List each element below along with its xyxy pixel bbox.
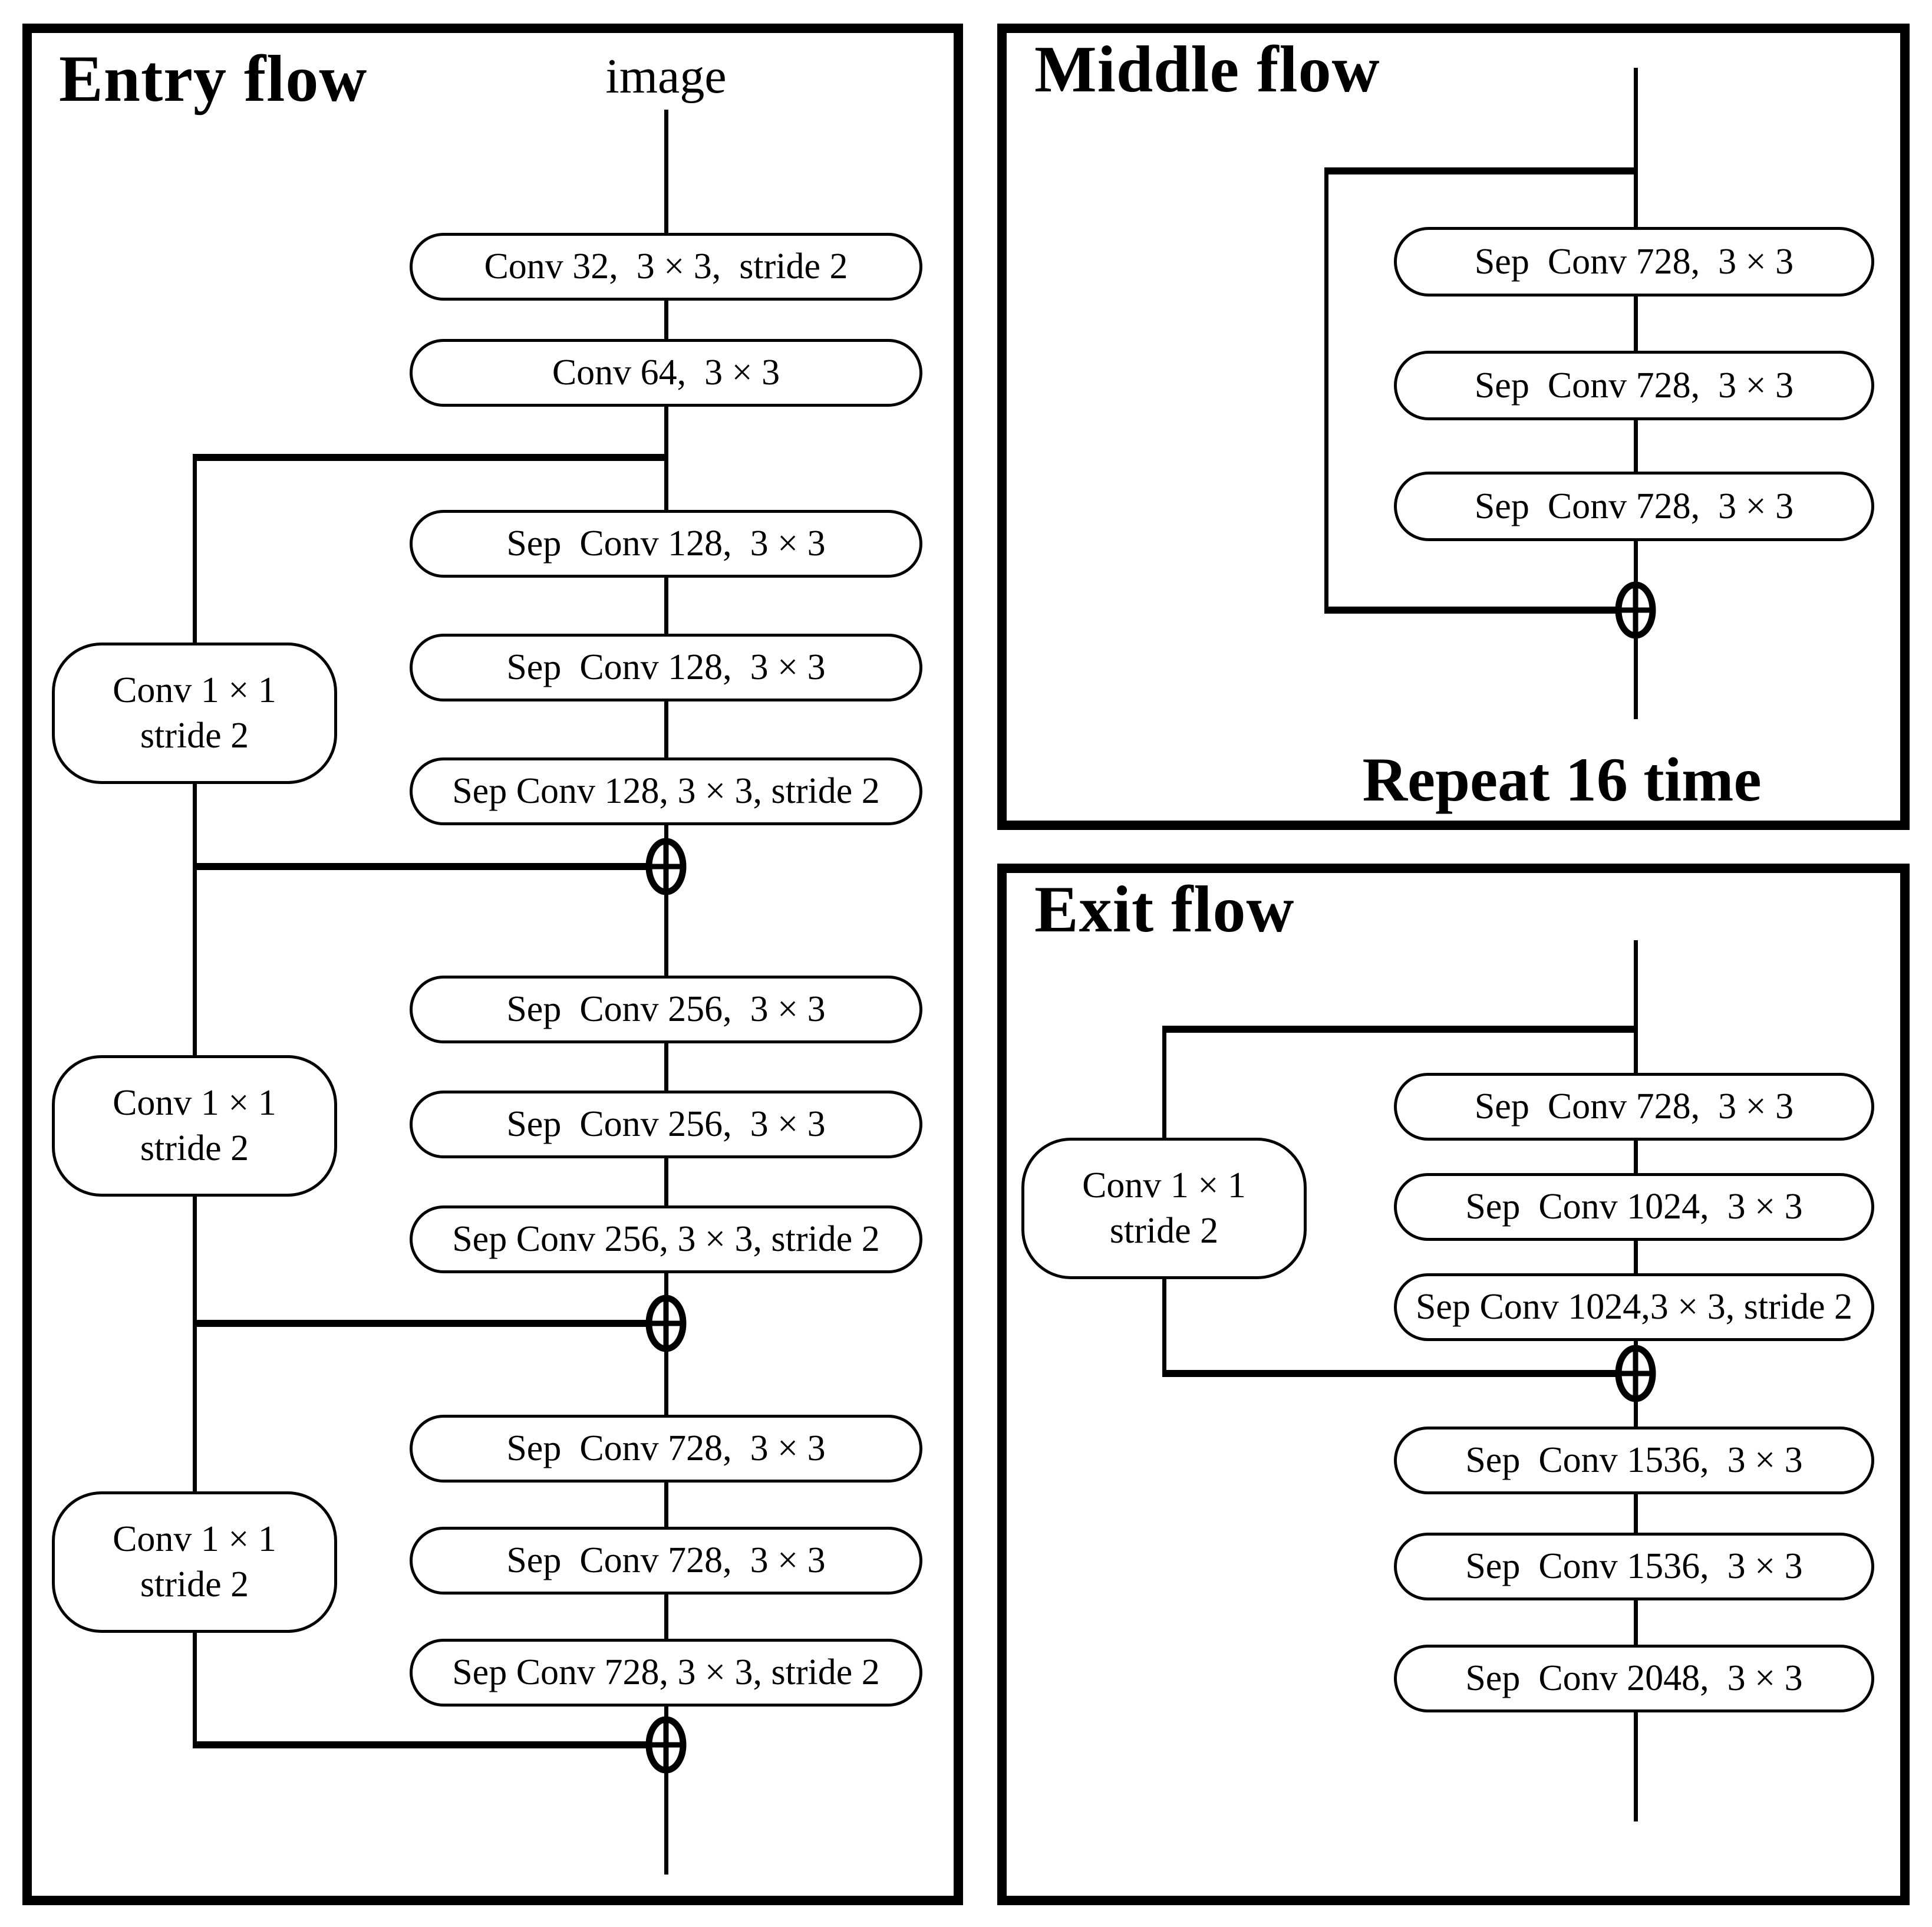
add-icon [645, 1716, 687, 1774]
middle-flow-panel [997, 24, 1910, 830]
node-conv32: Conv 32, 3 × 3, stride 2 [410, 233, 922, 301]
node-exit-sep-conv2048: Sep Conv 2048, 3 × 3 [1394, 1645, 1874, 1712]
node-sep-conv128-stride2: Sep Conv 128, 3 × 3, stride 2 [410, 757, 922, 825]
middle-flow-title: Middle flow [1034, 33, 1380, 106]
node-conv1x1-stride2-3: Conv 1 × 1 stride 2 [52, 1491, 337, 1633]
node-sep-conv256-2: Sep Conv 256, 3 × 3 [410, 1091, 922, 1158]
conv1x1-label-line1: Conv 1 × 1 [1082, 1165, 1246, 1205]
exit-flow-title: Exit flow [1034, 873, 1295, 946]
node-middle-sep-conv728-1: Sep Conv 728, 3 × 3 [1394, 227, 1874, 297]
exit-branch-line [1162, 1026, 1638, 1033]
node-middle-sep-conv728-2: Sep Conv 728, 3 × 3 [1394, 351, 1874, 420]
conv1x1-label-line2: stride 2 [140, 1564, 249, 1605]
node-exit-sep-conv1536-2: Sep Conv 1536, 3 × 3 [1394, 1533, 1874, 1600]
conv1x1-label-line2: stride 2 [1109, 1211, 1219, 1251]
add-icon [645, 838, 687, 895]
node-sep-conv728-1: Sep Conv 728, 3 × 3 [410, 1415, 922, 1483]
entry-merge-line-2 [193, 1320, 648, 1327]
exit-merge-line [1162, 1370, 1618, 1377]
conv1x1-label-line1: Conv 1 × 1 [113, 1518, 276, 1559]
add-icon [1615, 1345, 1656, 1402]
node-exit-sep-conv1024-stride2: Sep Conv 1024,3 × 3, stride 2 [1394, 1273, 1874, 1341]
conv1x1-label-line1: Conv 1 × 1 [113, 1082, 276, 1123]
node-sep-conv728-stride2: Sep Conv 728, 3 × 3, stride 2 [410, 1639, 922, 1707]
conv1x1-label-line2: stride 2 [140, 716, 249, 756]
node-sep-conv256-stride2: Sep Conv 256, 3 × 3, stride 2 [410, 1205, 922, 1273]
middle-branch-line [1324, 167, 1638, 174]
node-conv64: Conv 64, 3 × 3 [410, 339, 922, 407]
exit-flow-panel [997, 864, 1910, 1905]
node-sep-conv728-2: Sep Conv 728, 3 × 3 [410, 1527, 922, 1595]
conv1x1-label-line2: stride 2 [140, 1128, 249, 1168]
conv1x1-label-line1: Conv 1 × 1 [113, 670, 276, 710]
image-input-label: image [605, 49, 727, 104]
entry-flow-title: Entry flow [59, 42, 368, 116]
node-middle-sep-conv728-3: Sep Conv 728, 3 × 3 [1394, 472, 1874, 541]
entry-merge-line-3 [193, 1741, 648, 1748]
middle-skip-line [1324, 167, 1328, 612]
node-exit-sep-conv1024: Sep Conv 1024, 3 × 3 [1394, 1173, 1874, 1241]
node-exit-sep-conv728: Sep Conv 728, 3 × 3 [1394, 1073, 1874, 1141]
middle-merge-line [1324, 607, 1618, 614]
node-exit-conv1x1-stride2: Conv 1 × 1 stride 2 [1021, 1138, 1307, 1279]
repeat-label: Repeat 16 time [1362, 745, 1762, 814]
node-sep-conv128-2: Sep Conv 128, 3 × 3 [410, 634, 922, 701]
node-exit-sep-conv1536-1: Sep Conv 1536, 3 × 3 [1394, 1427, 1874, 1494]
add-icon [645, 1294, 687, 1352]
entry-merge-line-1 [193, 863, 648, 870]
node-sep-conv256-1: Sep Conv 256, 3 × 3 [410, 976, 922, 1043]
node-sep-conv128-1: Sep Conv 128, 3 × 3 [410, 510, 922, 578]
add-icon [1615, 581, 1656, 639]
node-conv1x1-stride2-2: Conv 1 × 1 stride 2 [52, 1055, 337, 1197]
entry-branch-line-1 [193, 454, 668, 461]
node-conv1x1-stride2-1: Conv 1 × 1 stride 2 [52, 643, 337, 784]
